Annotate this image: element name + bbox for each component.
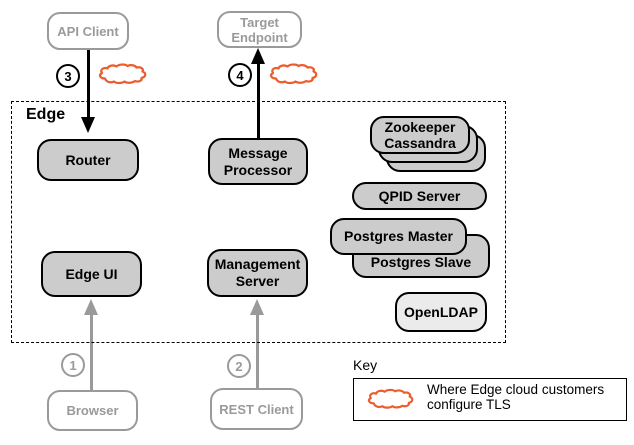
openldap-node: OpenLDAP: [395, 292, 487, 332]
arrow-down-icon: [81, 117, 95, 133]
step-3-number: 3: [64, 68, 72, 84]
edge-boundary-label: Edge: [26, 106, 66, 123]
arrow-rest-client-to-management-line: [256, 315, 259, 390]
step-1-badge: 1: [61, 353, 85, 377]
key-title: Key: [353, 357, 378, 373]
target-endpoint-node: Target Endpoint: [217, 11, 302, 48]
api-client-label: API Client: [57, 23, 119, 39]
message-processor-label: Message Processor: [223, 144, 293, 178]
openldap-label: OpenLDAP: [404, 303, 478, 320]
rest-client-label: REST Client: [219, 401, 294, 417]
message-processor-node: Message Processor: [208, 138, 308, 185]
arrow-up-gray-icon: [84, 299, 98, 315]
step-4-number: 4: [236, 67, 244, 83]
postgres-master-label: Postgres Master: [344, 228, 453, 244]
step-1-number: 1: [69, 357, 77, 373]
step-2-badge: 2: [227, 354, 251, 378]
qpid-server-node: QPID Server: [352, 182, 487, 210]
management-server-label: Management Server: [214, 256, 301, 289]
management-server-node: Management Server: [207, 249, 308, 297]
tls-cloud-icon: [268, 62, 318, 85]
router-label: Router: [65, 151, 111, 168]
router-node: Router: [37, 139, 139, 181]
edge-ui-node: Edge UI: [41, 251, 142, 297]
arrow-up-gray-icon: [250, 299, 264, 315]
qpid-server-label: QPID Server: [378, 187, 461, 204]
arrow-api-client-to-router-line: [87, 50, 90, 118]
cassandra-label: Cassandra: [384, 135, 456, 151]
tls-cloud-icon: [97, 62, 147, 85]
rest-client-node: REST Client: [210, 388, 303, 430]
arrow-browser-to-edge-ui-line: [90, 315, 93, 390]
zookeeper-label: Zookeeper: [384, 119, 456, 135]
step-3-badge: 3: [56, 64, 80, 88]
step-4-badge: 4: [228, 63, 252, 87]
postgres-master-node: Postgres Master: [330, 218, 467, 255]
browser-node: Browser: [47, 390, 138, 431]
edge-ui-label: Edge UI: [65, 265, 118, 282]
edge-boundary: Edge: [11, 101, 506, 343]
tls-cloud-icon: [366, 387, 414, 410]
step-2-number: 2: [235, 358, 243, 374]
postgres-slave-label: Postgres Slave: [370, 254, 472, 270]
target-endpoint-label: Target Endpoint: [231, 14, 288, 45]
zookeeper-cassandra-node: Zookeeper Cassandra: [370, 116, 470, 154]
key-entry-text: Where Edge cloud customers configure TLS: [427, 382, 605, 412]
browser-label: Browser: [66, 403, 119, 418]
arrow-up-icon: [251, 48, 265, 64]
api-client-node: API Client: [47, 12, 129, 50]
key-box: [353, 378, 627, 421]
